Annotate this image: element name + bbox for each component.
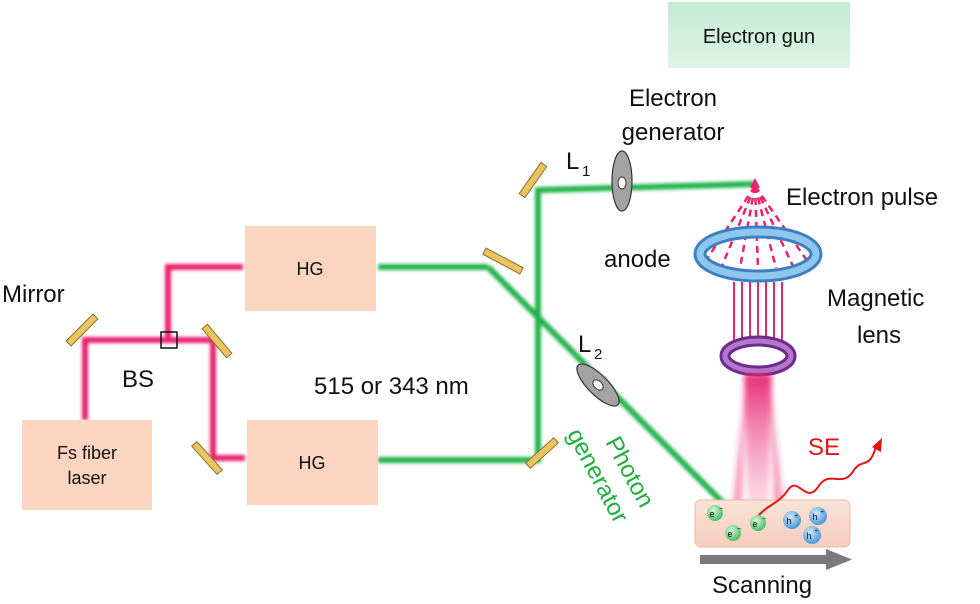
scanning-label: Scanning: [712, 572, 812, 599]
hg-bottom-box: HG: [247, 420, 378, 505]
electron-gun-label: Electron gun: [703, 26, 815, 48]
hg-bottom-label: HG: [299, 453, 326, 473]
fs-fiber-laser-box: Fs fiber laser: [22, 420, 152, 510]
svg-text:−: −: [762, 516, 766, 523]
svg-text:−: −: [719, 506, 723, 513]
electron-gun-box: Electron gun: [668, 2, 850, 68]
magnetic-lens-ring: [719, 335, 797, 377]
hg-top-label: HG: [297, 259, 324, 279]
mirror-icon: [65, 161, 560, 476]
electron-generator-label-line2: generator: [622, 119, 725, 146]
collimated-electron-lines: [733, 282, 783, 342]
svg-text:h: h: [786, 516, 791, 526]
focused-electron-fan: [732, 374, 784, 515]
l2-label: L: [578, 331, 591, 358]
laser-label-line1: Fs fiber: [57, 443, 117, 463]
svg-text:+: +: [814, 528, 818, 535]
secondary-electron-arrowhead: [872, 438, 882, 452]
green-beam-path: [378, 181, 756, 521]
magnetic-lens-label-line2: lens: [857, 322, 901, 349]
anode-ring: [693, 225, 823, 283]
se-label: SE: [808, 434, 840, 461]
laser-label-line2: laser: [67, 468, 106, 488]
hole-particle: h +: [809, 507, 827, 525]
svg-text:+: +: [820, 509, 824, 516]
svg-text:h: h: [812, 512, 817, 522]
hole-particle: h +: [783, 511, 801, 529]
beam-splitter-icon: [160, 331, 178, 349]
electron-particle: e −: [750, 515, 766, 531]
wavelength-label: 515 or 343 nm: [314, 373, 469, 400]
electron-generator-label-line1: Electron: [629, 85, 717, 112]
electron-particle: e −: [725, 525, 741, 541]
svg-text:−: −: [737, 526, 741, 533]
l1-subscript: 1: [582, 163, 590, 180]
l1-label: L: [566, 148, 579, 175]
svg-text:e: e: [752, 519, 757, 529]
anode-label: anode: [604, 246, 671, 273]
svg-text:e: e: [709, 509, 714, 519]
magnetic-lens-label-line1: Magnetic: [827, 285, 924, 312]
secondary-electron-path: [754, 445, 877, 521]
hg-top-box: HG: [245, 226, 376, 311]
bs-label: BS: [122, 366, 154, 393]
scanning-arrow: [700, 549, 852, 570]
electron-particle: e −: [707, 505, 723, 521]
electron-pulse-dot: [750, 178, 760, 188]
lens-l1-icon: [611, 150, 633, 212]
l2-subscript: 2: [594, 346, 602, 363]
lens-l2-icon: [576, 363, 620, 407]
svg-text:h: h: [806, 531, 811, 541]
mirror-label: Mirror: [2, 281, 65, 308]
svg-text:e: e: [727, 529, 732, 539]
svg-text:+: +: [794, 513, 798, 520]
hole-particle: h +: [803, 526, 821, 544]
electron-pulse-label: Electron pulse: [786, 184, 938, 211]
